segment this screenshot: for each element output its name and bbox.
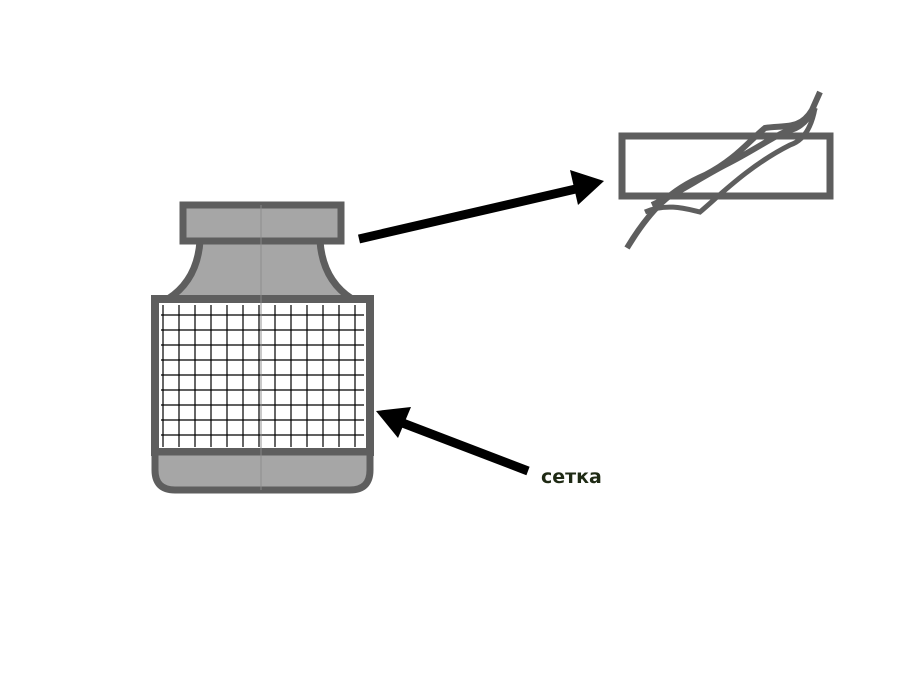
mesh-label: сетка <box>541 466 602 488</box>
jar-neck <box>164 237 356 303</box>
arrow-to-mesh-head <box>376 407 411 438</box>
arrow-to-mesh-shaft <box>398 417 530 476</box>
arrow-to-detail-head <box>570 170 604 205</box>
twisted-wire-2 <box>650 106 818 208</box>
mesh-grid <box>161 305 364 447</box>
jar-lid <box>179 201 345 245</box>
jar-bottom <box>151 448 374 494</box>
arrow-to-detail-shaft <box>357 183 582 244</box>
twisted-wire-3 <box>644 107 818 215</box>
